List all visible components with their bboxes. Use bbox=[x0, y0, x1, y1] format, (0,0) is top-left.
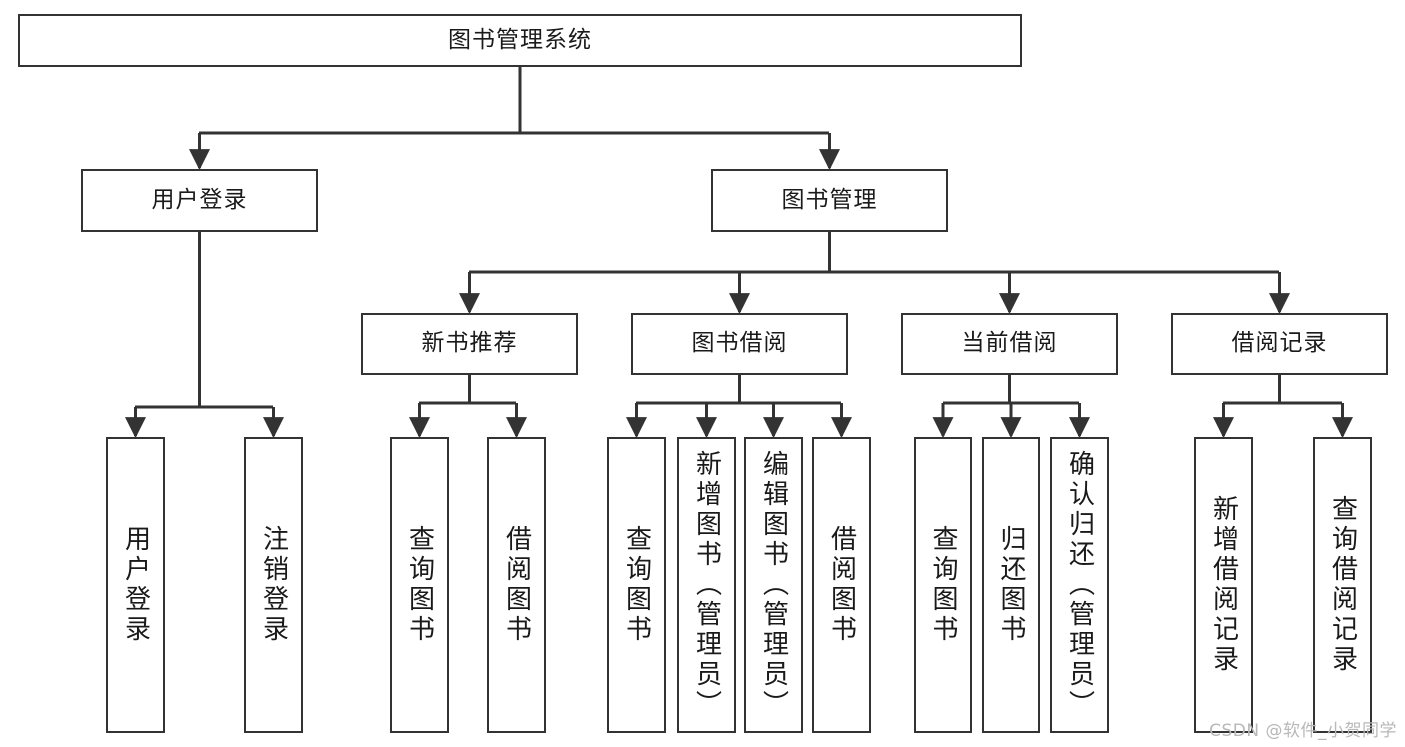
node-label-leaf-user-login: 用户登录 bbox=[120, 525, 151, 645]
node-label-leaf-add-record: 新增借阅记录 bbox=[1208, 495, 1239, 675]
node-leaf-borrow-book-2[interactable]: 借阅图书 bbox=[812, 437, 871, 733]
node-label-user-login: 用户登录 bbox=[151, 186, 248, 213]
node-current-borrow[interactable]: 当前借阅 bbox=[901, 313, 1118, 375]
watermark-text: CSDN @软件_小贺同学 bbox=[1209, 721, 1397, 741]
node-label-leaf-add-book: 新增图书（管理员） bbox=[691, 450, 722, 720]
node-label-leaf-edit-book: 编辑图书（管理员） bbox=[758, 450, 789, 720]
node-leaf-query-record[interactable]: 查询借阅记录 bbox=[1313, 437, 1372, 733]
node-label-leaf-confirm-return: 确认归还（管理员） bbox=[1064, 450, 1095, 720]
node-label-leaf-borrow-book-2: 借阅图书 bbox=[826, 525, 857, 645]
node-label-borrow-record: 借阅记录 bbox=[1231, 330, 1328, 357]
node-label-current-borrow: 当前借阅 bbox=[961, 330, 1058, 357]
node-label-leaf-return-book: 归还图书 bbox=[996, 525, 1026, 645]
node-leaf-user-login[interactable]: 用户登录 bbox=[106, 437, 165, 733]
node-leaf-edit-book[interactable]: 编辑图书（管理员） bbox=[744, 437, 803, 733]
node-label-root: 图书管理系统 bbox=[448, 26, 592, 53]
node-label-new-book-rec: 新书推荐 bbox=[421, 330, 518, 357]
node-leaf-add-record[interactable]: 新增借阅记录 bbox=[1194, 437, 1253, 733]
node-label-leaf-query-book-3: 查询图书 bbox=[928, 525, 958, 645]
node-borrow-record[interactable]: 借阅记录 bbox=[1171, 313, 1388, 375]
node-leaf-query-book-3[interactable]: 查询图书 bbox=[914, 437, 972, 733]
node-leaf-query-book-1[interactable]: 查询图书 bbox=[390, 437, 449, 733]
node-label-book-manage: 图书管理 bbox=[781, 186, 878, 213]
node-leaf-confirm-return[interactable]: 确认归还（管理员） bbox=[1050, 437, 1109, 733]
node-label-leaf-borrow-book-1: 借阅图书 bbox=[501, 525, 532, 645]
node-label-leaf-query-book-1: 查询图书 bbox=[404, 525, 435, 645]
node-leaf-query-book-2[interactable]: 查询图书 bbox=[607, 437, 666, 733]
node-book-borrow[interactable]: 图书借阅 bbox=[631, 313, 848, 375]
node-new-book-rec[interactable]: 新书推荐 bbox=[361, 313, 578, 375]
node-user-login[interactable]: 用户登录 bbox=[81, 169, 318, 232]
node-label-leaf-query-book-2: 查询图书 bbox=[621, 525, 652, 645]
node-leaf-return-book[interactable]: 归还图书 bbox=[982, 437, 1040, 733]
node-label-leaf-logout: 注销登录 bbox=[258, 525, 289, 645]
node-leaf-borrow-book-1[interactable]: 借阅图书 bbox=[487, 437, 546, 733]
node-root[interactable]: 图书管理系统 bbox=[18, 14, 1022, 67]
node-leaf-logout[interactable]: 注销登录 bbox=[244, 437, 303, 733]
node-label-book-borrow: 图书借阅 bbox=[691, 330, 788, 357]
node-label-leaf-query-record: 查询借阅记录 bbox=[1327, 495, 1358, 675]
node-book-manage[interactable]: 图书管理 bbox=[711, 169, 948, 232]
node-leaf-add-book[interactable]: 新增图书（管理员） bbox=[677, 437, 736, 733]
